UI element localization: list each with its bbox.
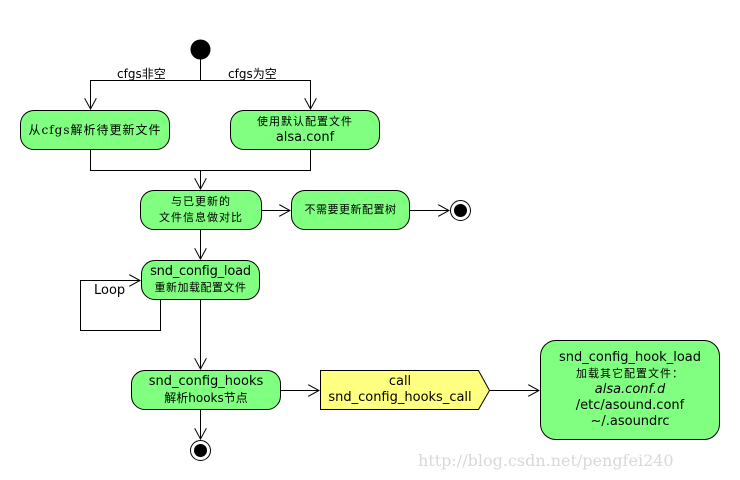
action-use-default-line1: 使用默认配置文件 [257,115,353,128]
action-config-load: snd_config_load 重新加载配置文件 [141,260,260,300]
edge-loop [80,281,161,331]
edge-merge-left [90,150,201,171]
signal-hooks-call-line1: call [388,374,412,389]
action-compare: 与已更新的 文件信息做对比 [140,190,262,230]
action-use-default: 使用默认配置文件 alsa.conf [230,110,380,150]
edge-branch-right [200,80,311,110]
action-hook-load-line2: 加载其它配置文件： [576,367,684,380]
action-config-hooks: snd_config_hooks 解析hooks节点 [131,370,281,410]
edge-branch-left [91,80,201,110]
action-hook-load: snd_config_hook_load 加载其它配置文件： alsa.conf… [540,340,720,440]
signal-hooks-call: call snd_config_hooks_call [320,370,480,410]
action-parse-cfgs-text: 从cfgs解析待更新文件 [28,123,162,137]
edge-merge-right [200,150,311,171]
action-config-load-line1: snd_config_load [150,264,251,279]
action-config-hooks-line2: 解析hooks节点 [164,391,248,405]
loop-label: Loop [94,283,126,298]
action-hook-load-line4: /etc/asound.conf [575,398,685,413]
start-node [190,39,211,60]
action-parse-cfgs: 从cfgs解析待更新文件 [20,110,170,150]
action-use-default-line2: alsa.conf [275,130,335,145]
action-hook-load-line1: snd_config_hook_load [558,350,701,365]
action-config-load-line2: 重新加载配置文件 [154,281,247,294]
action-hook-load-line3: alsa.conf.d [594,382,666,397]
signal-hooks-call-line2: snd_config_hooks_call [328,390,472,405]
end-node-bottom [190,440,211,461]
action-hook-load-line5: ~/.asoundrc [590,414,670,429]
branch-label-empty: cfgs为空 [228,67,277,81]
watermark: http://blog.csdn.net/pengfei240 [418,451,674,470]
action-config-hooks-line1: snd_config_hooks [148,374,264,389]
action-compare-line1: 与已更新的 [171,195,231,208]
action-compare-line2: 文件信息做对比 [159,211,243,224]
end-node-right [450,200,471,221]
signal-send-shape [320,370,491,410]
branch-label-nonempty: cfgs非空 [117,67,166,81]
action-no-update-text: 不需要更新配置树 [304,203,397,216]
action-no-update: 不需要更新配置树 [291,190,410,230]
